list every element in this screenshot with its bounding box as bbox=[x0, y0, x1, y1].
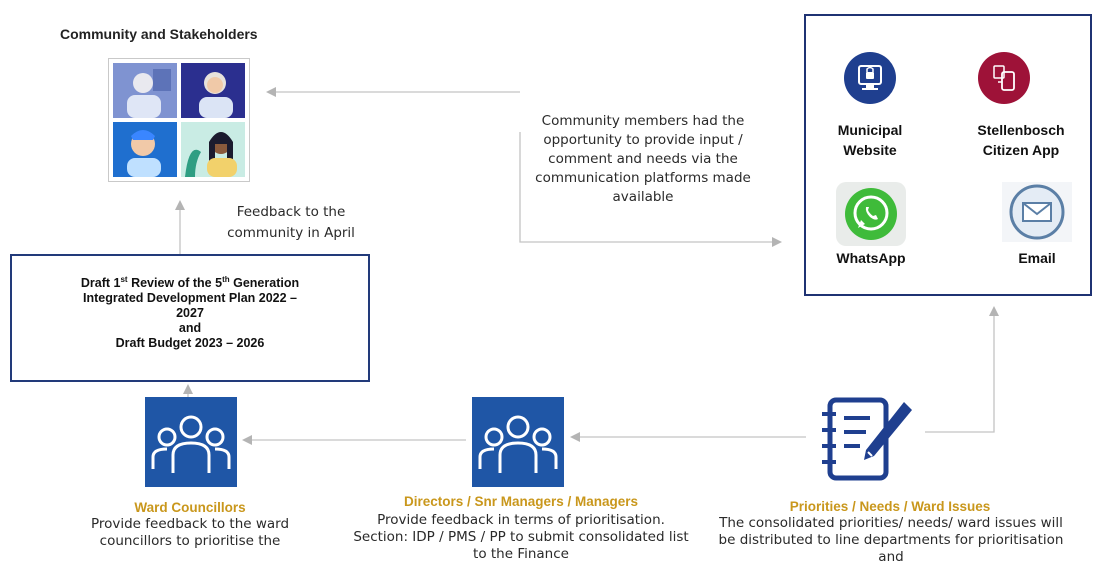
draft-line2: Integrated Development Plan 2022 – bbox=[83, 291, 297, 306]
participant-tile bbox=[181, 63, 245, 118]
ward-councillors-desc: Provide feedback to the ward councillors… bbox=[90, 516, 290, 549]
draft-line5: Draft Budget 2023 – 2026 bbox=[115, 336, 265, 351]
draft-line1-post: Generation bbox=[229, 276, 300, 291]
draft-line1-mid: Review of the 5 bbox=[127, 276, 223, 291]
video-call-image bbox=[108, 58, 250, 182]
website-icon bbox=[844, 52, 896, 104]
citizen-app-label: Stellenbosch Citizen App bbox=[977, 122, 1065, 158]
ward-councillors-icon bbox=[145, 397, 237, 487]
arrow-to-platforms bbox=[519, 132, 782, 247]
email-icon bbox=[1002, 182, 1072, 242]
email-label: Email bbox=[1018, 250, 1056, 266]
draft-idp-title: Draft 1st Review of the 5th Generation I… bbox=[22, 272, 358, 351]
participant-tile bbox=[113, 122, 177, 177]
community-input-callout: Community members had the opportunity to… bbox=[535, 113, 751, 205]
municipal-website-label: Municipal Website bbox=[837, 122, 903, 158]
arrow-priorities-to-platforms bbox=[925, 306, 999, 433]
whatsapp-label: WhatsApp bbox=[836, 250, 906, 266]
draft-idp-box: Draft 1st Review of the 5th Generation I… bbox=[10, 254, 370, 382]
citizen-app-icon bbox=[978, 52, 1030, 104]
managers-desc: Provide feedback in terms of prioritisat… bbox=[353, 512, 689, 562]
notebook-pen-icon bbox=[812, 392, 916, 484]
draft-sup-st: st bbox=[120, 275, 128, 284]
draft-line1-text: Draft 1 bbox=[80, 276, 121, 291]
priorities-title: Priorities / Needs / Ward Issues bbox=[789, 499, 991, 514]
communication-platforms-box: Municipal Website Stellenbosch Citizen A… bbox=[804, 14, 1092, 296]
participant-tile bbox=[113, 63, 177, 118]
whatsapp-icon bbox=[836, 182, 906, 246]
draft-line3: 2027 bbox=[176, 306, 204, 321]
draft-line4: and bbox=[178, 321, 202, 336]
draft-sup-th: th bbox=[222, 275, 230, 284]
participant-tile bbox=[181, 122, 245, 177]
feedback-to-community-label: Feedback to the community in April bbox=[227, 204, 355, 241]
priorities-desc: The consolidated priorities/ needs/ ward… bbox=[718, 515, 1064, 565]
managers-title: Directors / Snr Managers / Managers bbox=[403, 494, 639, 509]
ward-councillors-title: Ward Councillors bbox=[134, 500, 246, 515]
community-heading: Community and Stakeholders bbox=[60, 26, 258, 42]
managers-icon bbox=[472, 397, 564, 487]
